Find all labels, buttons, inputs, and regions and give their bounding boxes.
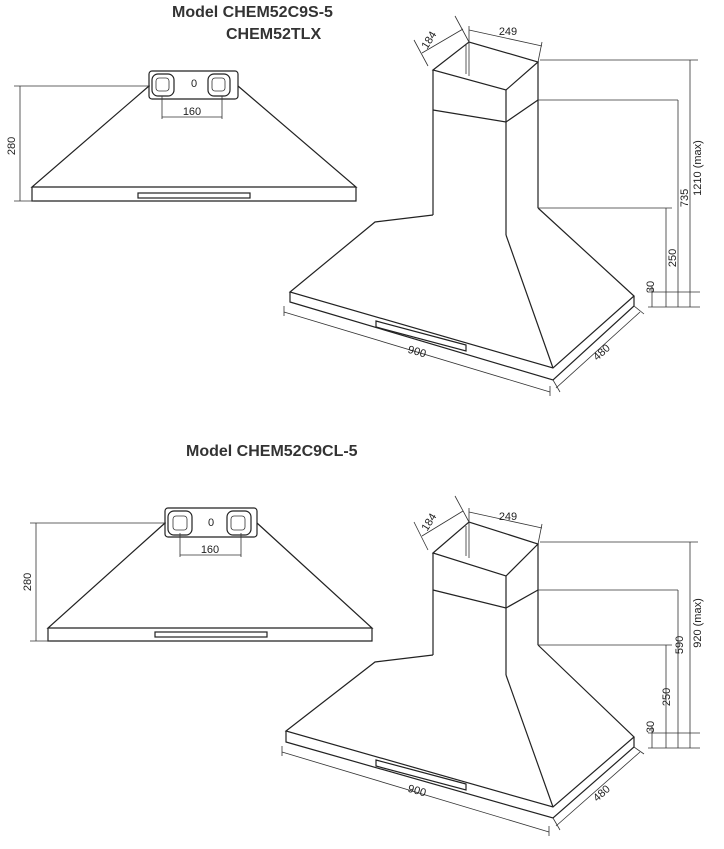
section2-rim-height-label: 30 xyxy=(645,721,657,733)
section1-title-line2: CHEM52TLX xyxy=(226,26,322,43)
section1-front-width-label: 160 xyxy=(183,106,201,118)
section2-max-height-label: 920 (max) xyxy=(692,598,704,648)
section2-title-line1: Model CHEM52C9CL-5 xyxy=(186,443,358,460)
section2-front-marker: 0 xyxy=(208,517,214,529)
section1-chimney-height-label: 735 xyxy=(679,189,691,207)
section2-front-view: 0 160 280 xyxy=(22,507,374,642)
section2-front-height-label: 280 xyxy=(22,573,34,591)
section1-iso-view: 184 249 1210 (max) 735 250 30 900 480 xyxy=(283,15,704,396)
section1-rim-height-label: 30 xyxy=(645,281,657,293)
section1-front-marker: 0 xyxy=(191,78,197,90)
section2-chimney-width-label: 249 xyxy=(499,511,517,523)
section1-chimney-width-label: 249 xyxy=(499,26,517,38)
section2-front-width-label: 160 xyxy=(201,544,219,556)
section2-chimney-depth-label: 184 xyxy=(420,511,440,533)
section2-iso-view: 184 249 920 (max) 590 250 30 900 480 xyxy=(281,495,704,836)
section1-width-label: 900 xyxy=(406,344,427,361)
section2-canopy-height-label: 250 xyxy=(661,688,673,706)
section1-front-height-label: 280 xyxy=(6,137,18,155)
section1-max-height-label: 1210 (max) xyxy=(692,140,704,196)
section1-canopy-height-label: 250 xyxy=(667,249,679,267)
section2-width-label: 900 xyxy=(406,783,427,800)
section1-depth-label: 480 xyxy=(591,342,613,363)
section1-chimney-depth-label: 184 xyxy=(420,29,440,51)
section1-front-view: 0 160 280 xyxy=(6,70,358,202)
section1-title-line1: Model CHEM52C9S-5 xyxy=(172,4,333,21)
section2-depth-label: 480 xyxy=(591,783,613,804)
section2-chimney-height-label: 590 xyxy=(674,636,686,654)
